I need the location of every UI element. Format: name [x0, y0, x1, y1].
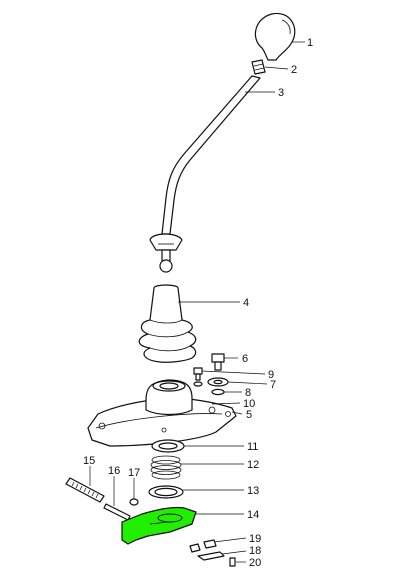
- housing-plate-part: [87, 379, 237, 447]
- callout-7: 7: [270, 379, 276, 391]
- shift-lever-part: [149, 75, 261, 273]
- callout-1: 1: [307, 37, 313, 49]
- shift-knob-part: [254, 12, 296, 61]
- callout-3: 3: [278, 87, 284, 99]
- rubber-boot-part: [138, 284, 197, 363]
- callout-16: 16: [108, 465, 120, 477]
- washer-part: [207, 377, 229, 387]
- ferrule-part: [251, 59, 266, 75]
- lower-ring-part: [148, 485, 184, 499]
- callout-11: 11: [247, 441, 258, 453]
- threaded-rod-part: [65, 477, 105, 503]
- bolt-part: [211, 353, 225, 371]
- callout-2: 2: [291, 64, 297, 76]
- leader-lines: [89, 41, 305, 563]
- callout-9: 9: [268, 369, 274, 381]
- pin-part: [103, 503, 131, 521]
- spring-part: [150, 455, 182, 480]
- callout-15: 15: [83, 455, 95, 467]
- callout-10: 10: [243, 398, 255, 410]
- small-bolt-part: [193, 367, 203, 381]
- callout-4: 4: [243, 297, 249, 309]
- callout-labels: 1 2 3 4 5 6 7 8 9 10 11 12 13 14 15 16 1…: [83, 37, 313, 569]
- small-nut-part: [129, 498, 139, 506]
- callout-14: 14: [247, 509, 259, 521]
- callout-5: 5: [246, 409, 252, 421]
- upper-ring-part: [151, 439, 185, 453]
- small-hardware-part: [189, 539, 236, 567]
- callout-12: 12: [247, 459, 259, 471]
- selector-plate-part: [121, 506, 197, 545]
- callout-8: 8: [245, 387, 251, 399]
- callout-19: 19: [249, 533, 261, 545]
- callout-13: 13: [247, 485, 259, 497]
- callout-6: 6: [242, 353, 248, 365]
- callout-18: 18: [249, 545, 261, 557]
- callout-17: 17: [128, 467, 140, 479]
- callout-20: 20: [249, 557, 261, 569]
